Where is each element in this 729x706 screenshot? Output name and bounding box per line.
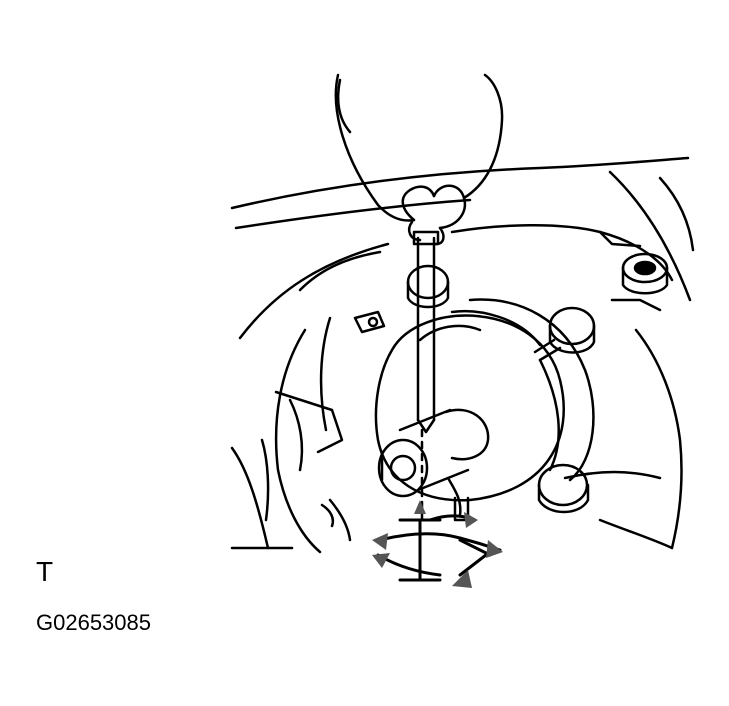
shift-arrowheads: [372, 500, 503, 588]
hand-icon: [334, 73, 504, 246]
left-housing: [260, 310, 386, 554]
bolt-top-left: [406, 264, 450, 309]
bolt-lower-right: [537, 463, 590, 514]
shift-housing-dome: [374, 298, 595, 522]
bolt-right: [533, 306, 596, 362]
floor-tunnel-outline: [230, 156, 695, 550]
figure-id: G02653085: [36, 610, 151, 635]
shift-lever-stub: [377, 408, 490, 498]
corner-label: T: [36, 556, 54, 587]
bolt-top-right: [621, 252, 669, 295]
shift-pattern-arrows-icon: [376, 514, 502, 582]
